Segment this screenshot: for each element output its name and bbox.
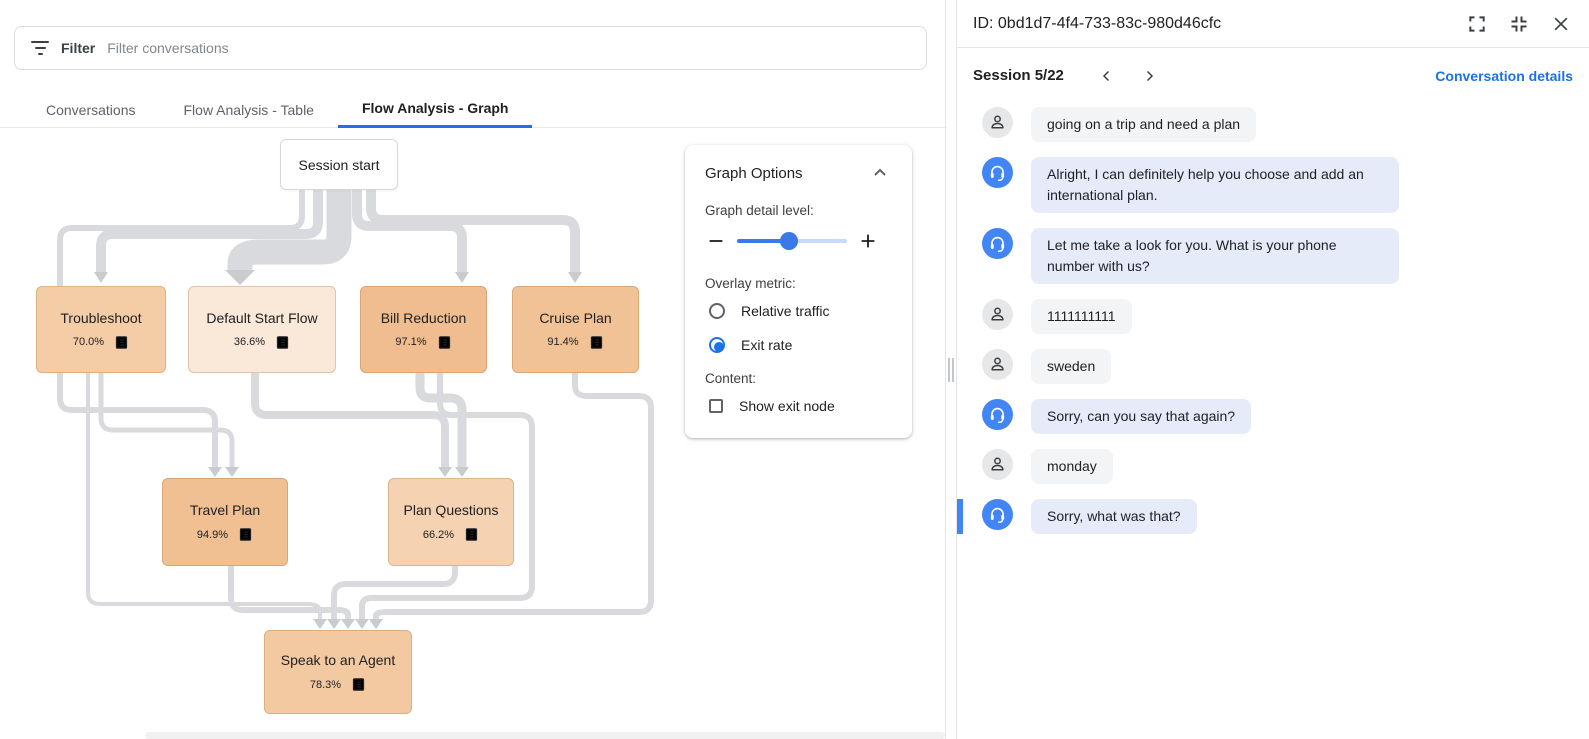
collapse-chevron-up-icon[interactable] bbox=[868, 161, 892, 185]
details-list-icon[interactable] bbox=[351, 677, 366, 692]
exit-rate-value: 78.3% bbox=[309, 678, 342, 691]
user-avatar-icon bbox=[982, 449, 1013, 480]
details-list-icon[interactable] bbox=[589, 335, 604, 350]
node-cruise-plan[interactable]: Cruise Plan 91.4% bbox=[512, 286, 639, 373]
close-icon[interactable] bbox=[1549, 12, 1573, 36]
message-bubble: Sorry, what was that? bbox=[1031, 499, 1197, 534]
highlight-bar bbox=[957, 499, 963, 534]
chat-message-agent: Let me take a look for you. What is your… bbox=[982, 228, 1573, 284]
radio-icon-selected[interactable] bbox=[709, 337, 725, 353]
user-avatar-icon bbox=[982, 107, 1013, 138]
agent-avatar-icon bbox=[982, 157, 1013, 188]
message-bubble: Let me take a look for you. What is your… bbox=[1031, 228, 1399, 284]
panel-resize-handle[interactable] bbox=[945, 0, 957, 739]
checkbox-show-exit-node[interactable]: Show exit node bbox=[709, 398, 892, 414]
node-session-start[interactable]: Session start bbox=[280, 139, 398, 190]
details-list-icon[interactable] bbox=[275, 335, 290, 350]
details-list-icon[interactable] bbox=[464, 527, 479, 542]
drag-grip-icon bbox=[948, 357, 954, 382]
radio-icon[interactable] bbox=[709, 303, 725, 319]
graph-options-panel: Graph Options Graph detail level: Overla… bbox=[685, 145, 912, 438]
filter-icon bbox=[31, 41, 49, 55]
content-label: Content: bbox=[705, 371, 757, 386]
session-counter: Session 5/22 bbox=[973, 67, 1064, 84]
node-label: Bill Reduction bbox=[380, 309, 467, 326]
tab-flow-analysis-table[interactable]: Flow Analysis - Table bbox=[183, 101, 314, 118]
node-label: Plan Questions bbox=[403, 502, 499, 518]
node-speak-to-an-agent[interactable]: Speak to an Agent 78.3% bbox=[264, 630, 412, 714]
message-bubble: going on a trip and need a plan bbox=[1031, 107, 1257, 142]
exit-rate-value: 66.2% bbox=[422, 528, 455, 541]
chat-message-user: sweden bbox=[982, 349, 1573, 384]
tab-flow-analysis-graph[interactable]: Flow Analysis - Graph bbox=[337, 91, 533, 128]
chat-message-agent: Sorry, can you say that again? bbox=[982, 399, 1573, 434]
node-default-start-flow[interactable]: Default Start Flow 36.6% bbox=[188, 286, 336, 373]
overlay-metric-label: Overlay metric: bbox=[705, 276, 796, 291]
exit-rate-value: 91.4% bbox=[547, 336, 579, 348]
exit-rate-value: 36.6% bbox=[233, 336, 266, 348]
node-label: Speak to an Agent bbox=[280, 652, 396, 668]
exit-rate-value: 97.1% bbox=[395, 336, 427, 348]
filter-placeholder: Filter conversations bbox=[107, 40, 229, 56]
message-bubble: 1111111111 bbox=[1031, 299, 1132, 334]
user-avatar-icon bbox=[982, 299, 1013, 330]
flow-analysis-panel: Filter Filter conversations Conversation… bbox=[0, 26, 945, 739]
agent-avatar-icon bbox=[982, 499, 1013, 530]
tab-bar: Conversations Flow Analysis - Table Flow… bbox=[0, 91, 945, 128]
details-list-icon[interactable] bbox=[238, 527, 253, 542]
checkbox-icon[interactable] bbox=[709, 399, 723, 413]
node-label: Travel Plan bbox=[189, 502, 261, 518]
node-label: Troubleshoot bbox=[60, 309, 142, 326]
message-bubble: sweden bbox=[1031, 349, 1112, 384]
node-label: Cruise Plan bbox=[539, 309, 612, 326]
graph-options-title: Graph Options bbox=[705, 164, 803, 182]
filter-label: Filter bbox=[61, 40, 96, 56]
tab-conversations[interactable]: Conversations bbox=[46, 101, 136, 118]
message-bubble: monday bbox=[1031, 449, 1113, 484]
exit-rate-value: 94.9% bbox=[196, 528, 229, 541]
details-list-icon[interactable] bbox=[114, 335, 129, 350]
conversation-details-link[interactable]: Conversation details bbox=[1435, 67, 1573, 84]
node-troubleshoot[interactable]: Troubleshoot 70.0% bbox=[36, 286, 166, 373]
details-list-icon[interactable] bbox=[437, 335, 452, 350]
fullscreen-icon[interactable] bbox=[1465, 12, 1489, 36]
chat-message-agent-highlighted: Sorry, what was that? bbox=[957, 499, 1573, 534]
detail-level-label: Graph detail level: bbox=[705, 203, 814, 218]
user-avatar-icon bbox=[982, 349, 1013, 380]
radio-relative-traffic[interactable]: Relative traffic bbox=[709, 303, 892, 319]
chat-message-user: monday bbox=[982, 449, 1573, 484]
chat-message-user: going on a trip and need a plan bbox=[982, 107, 1573, 142]
horizontal-scrollbar[interactable] bbox=[145, 732, 945, 739]
message-list: going on a trip and need a plan Alright,… bbox=[957, 103, 1589, 534]
flow-graph-edges bbox=[57, 190, 654, 629]
previous-session-button[interactable] bbox=[1090, 59, 1124, 93]
increase-detail-button[interactable] bbox=[857, 230, 879, 252]
node-bill-reduction[interactable]: Bill Reduction 97.1% bbox=[360, 286, 487, 373]
decrease-detail-button[interactable] bbox=[705, 230, 727, 252]
next-session-button[interactable] bbox=[1132, 59, 1166, 93]
chat-message-agent: Alright, I can definitely help you choos… bbox=[982, 157, 1573, 213]
conversation-id-title: ID: 0bd1d7-4f4-733-83c-980d46cfc bbox=[973, 14, 1222, 32]
message-bubble: Sorry, can you say that again? bbox=[1031, 399, 1252, 434]
radio-exit-rate[interactable]: Exit rate bbox=[709, 337, 892, 353]
fullscreen-exit-icon[interactable] bbox=[1507, 12, 1531, 36]
exit-rate-value: 70.0% bbox=[72, 336, 105, 348]
node-label: Default Start Flow bbox=[206, 309, 318, 326]
node-travel-plan[interactable]: Travel Plan 94.9% bbox=[162, 478, 288, 566]
message-bubble: Alright, I can definitely help you choos… bbox=[1031, 157, 1399, 213]
chat-message-user: 1111111111 bbox=[982, 299, 1573, 334]
conversation-detail-panel: ID: 0bd1d7-4f4-733-83c-980d46cfc Session… bbox=[957, 0, 1589, 739]
filter-input[interactable]: Filter Filter conversations bbox=[14, 26, 927, 70]
detail-level-slider[interactable] bbox=[737, 232, 847, 250]
agent-avatar-icon bbox=[982, 228, 1013, 259]
agent-avatar-icon bbox=[982, 399, 1013, 430]
slider-thumb[interactable] bbox=[779, 232, 798, 250]
node-plan-questions[interactable]: Plan Questions 66.2% bbox=[388, 478, 514, 566]
